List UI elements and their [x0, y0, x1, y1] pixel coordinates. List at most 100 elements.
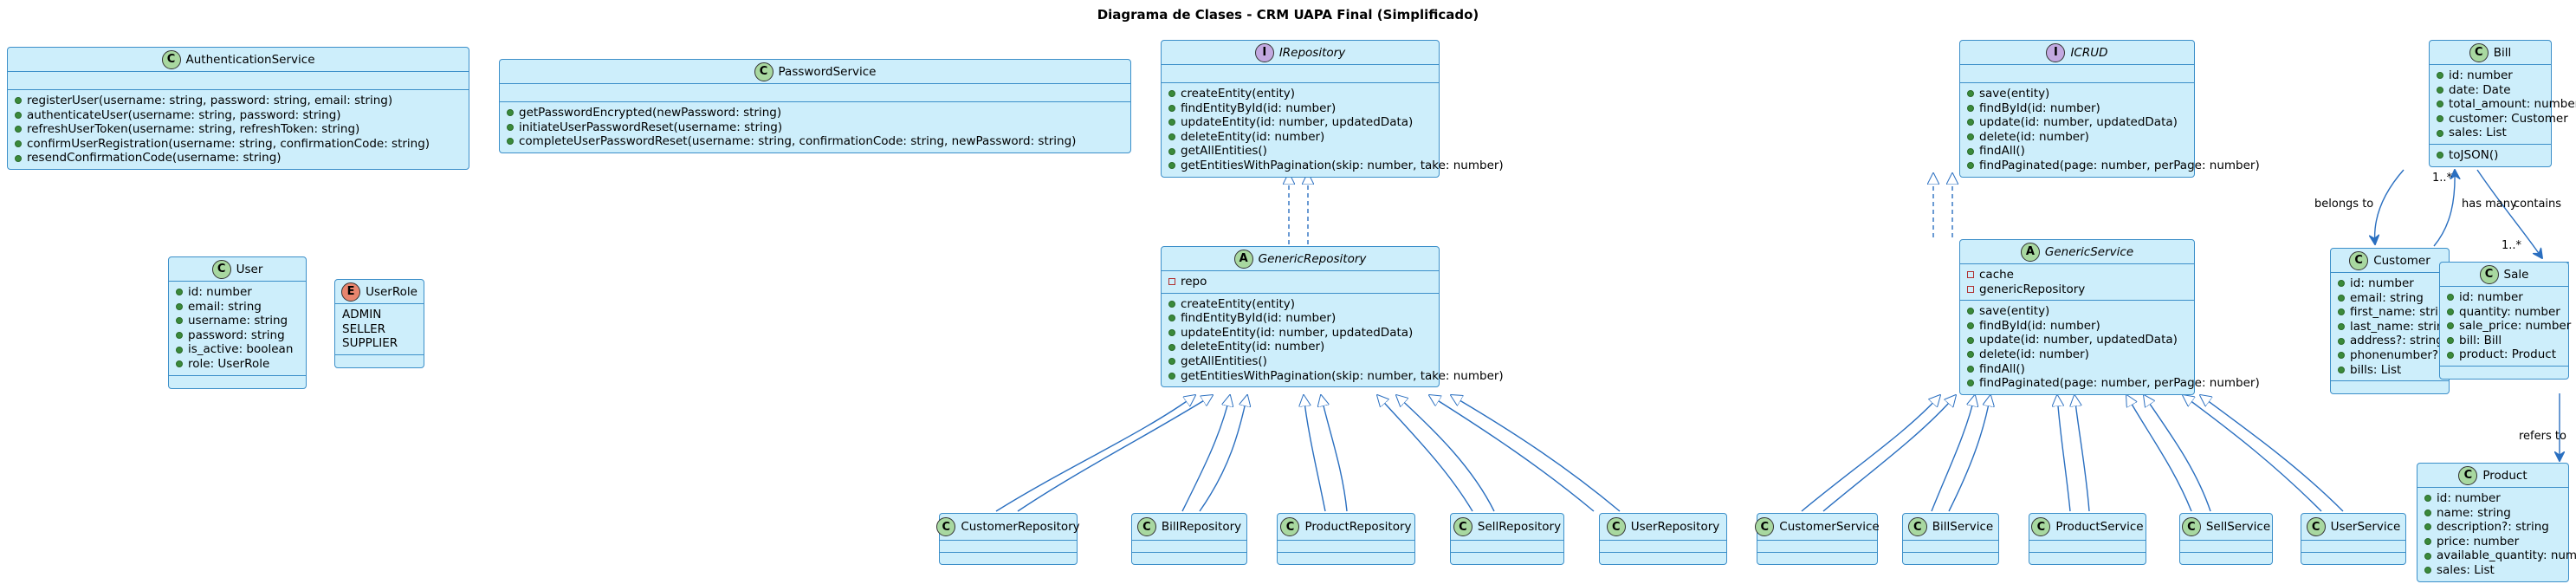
- public-icon: [2424, 509, 2431, 516]
- method-row: deleteEntity(id: number): [1168, 130, 1432, 145]
- public-icon: [507, 109, 514, 117]
- method-row: completeUserPasswordReset(username: stri…: [507, 134, 1123, 149]
- public-icon: [2424, 552, 2431, 560]
- method-row: update(id: number, updatedData): [1967, 115, 2187, 130]
- method-row: confirmUserRegistration(username: string…: [15, 137, 462, 152]
- public-icon: [176, 302, 183, 310]
- enum-value: ADMIN: [342, 308, 382, 321]
- method-row: getEntitiesWithPagination(skip: number, …: [1168, 159, 1504, 173]
- method-row: getPasswordEncrypted(newPassword: string…: [507, 106, 1123, 120]
- public-icon: [1967, 90, 1974, 98]
- public-icon: [1168, 329, 1175, 337]
- field-row: genericRepository: [1967, 282, 2187, 297]
- interface-name: IRepository: [1278, 45, 1346, 60]
- public-icon: [1967, 365, 1974, 373]
- field-row: date: Date: [2437, 83, 2544, 98]
- class-sell-repository[interactable]: C SellRepository: [1450, 513, 1564, 565]
- private-icon: [1967, 271, 1974, 279]
- enum-value: SELLER: [342, 321, 386, 336]
- method-row: updateEntity(id: number, updatedData): [1168, 326, 1432, 341]
- public-icon: [1168, 133, 1175, 141]
- class-badge-icon: C: [2181, 517, 2201, 536]
- class-name: Sale: [2503, 267, 2529, 282]
- field-row: email: string: [176, 300, 299, 315]
- class-name: CustomerService: [1779, 520, 1880, 534]
- contains-label: contains: [2514, 198, 2562, 211]
- method-row: deleteEntity(id: number): [1168, 340, 1432, 354]
- class-badge-icon: C: [1453, 517, 1472, 536]
- interface-name: ICRUD: [2070, 45, 2108, 60]
- has-many-label: has many: [2462, 198, 2517, 211]
- class-name: Customer: [2373, 253, 2430, 268]
- method-row: getAllEntities(): [1168, 354, 1432, 369]
- public-icon: [2437, 86, 2443, 94]
- public-icon: [176, 360, 183, 368]
- private-icon: [1168, 278, 1175, 286]
- method-row: findPaginated(page: number, perPage: num…: [1967, 376, 2260, 391]
- class-name: UserService: [2330, 520, 2401, 534]
- field-row: customer: Customer: [2437, 112, 2568, 127]
- class-badge-icon: C: [2349, 250, 2369, 270]
- field-row: password: string: [176, 328, 299, 343]
- public-icon: [507, 123, 514, 131]
- class-name: SellRepository: [1477, 520, 1562, 534]
- public-icon: [2447, 351, 2454, 359]
- method-row: createEntity(entity): [1168, 87, 1432, 101]
- field-row: name: string: [2424, 506, 2561, 521]
- field-row: id: number: [2338, 276, 2442, 291]
- public-icon: [15, 140, 22, 148]
- public-icon: [176, 346, 183, 354]
- class-name: User: [236, 262, 263, 276]
- has-many-multiplicity: 1..*: [2432, 172, 2453, 185]
- field-row: description?: string: [2424, 520, 2561, 535]
- class-name: Bill: [2493, 45, 2512, 60]
- public-icon: [2338, 366, 2345, 373]
- public-icon: [1967, 308, 1974, 315]
- method-row: initiateUserPasswordReset(username: stri…: [507, 120, 1123, 135]
- public-icon: [15, 97, 22, 105]
- method-row: save(entity): [1967, 87, 2187, 101]
- field-row: phonenumber?: string: [2338, 348, 2480, 363]
- class-badge-icon: C: [2458, 465, 2478, 485]
- class-badge-icon: C: [1907, 517, 1927, 536]
- method-row: toJSON(): [2437, 148, 2544, 163]
- field-row: username: string: [176, 314, 299, 328]
- public-icon: [1967, 336, 1974, 344]
- field-row: email: string: [2338, 291, 2442, 306]
- enum-name: UserRole: [366, 284, 417, 299]
- public-icon: [176, 289, 183, 296]
- field-row: sales: List: [2437, 126, 2544, 140]
- public-icon: [2437, 101, 2443, 108]
- class-badge-icon: C: [936, 517, 956, 536]
- field-row: sale_price: number: [2447, 319, 2571, 334]
- public-icon: [1168, 372, 1175, 380]
- belongs-to-line: [2375, 169, 2404, 244]
- public-icon: [176, 332, 183, 340]
- public-icon: [2424, 495, 2431, 503]
- class-badge-icon: C: [1606, 517, 1626, 536]
- public-icon: [2437, 129, 2443, 137]
- public-icon: [1168, 343, 1175, 351]
